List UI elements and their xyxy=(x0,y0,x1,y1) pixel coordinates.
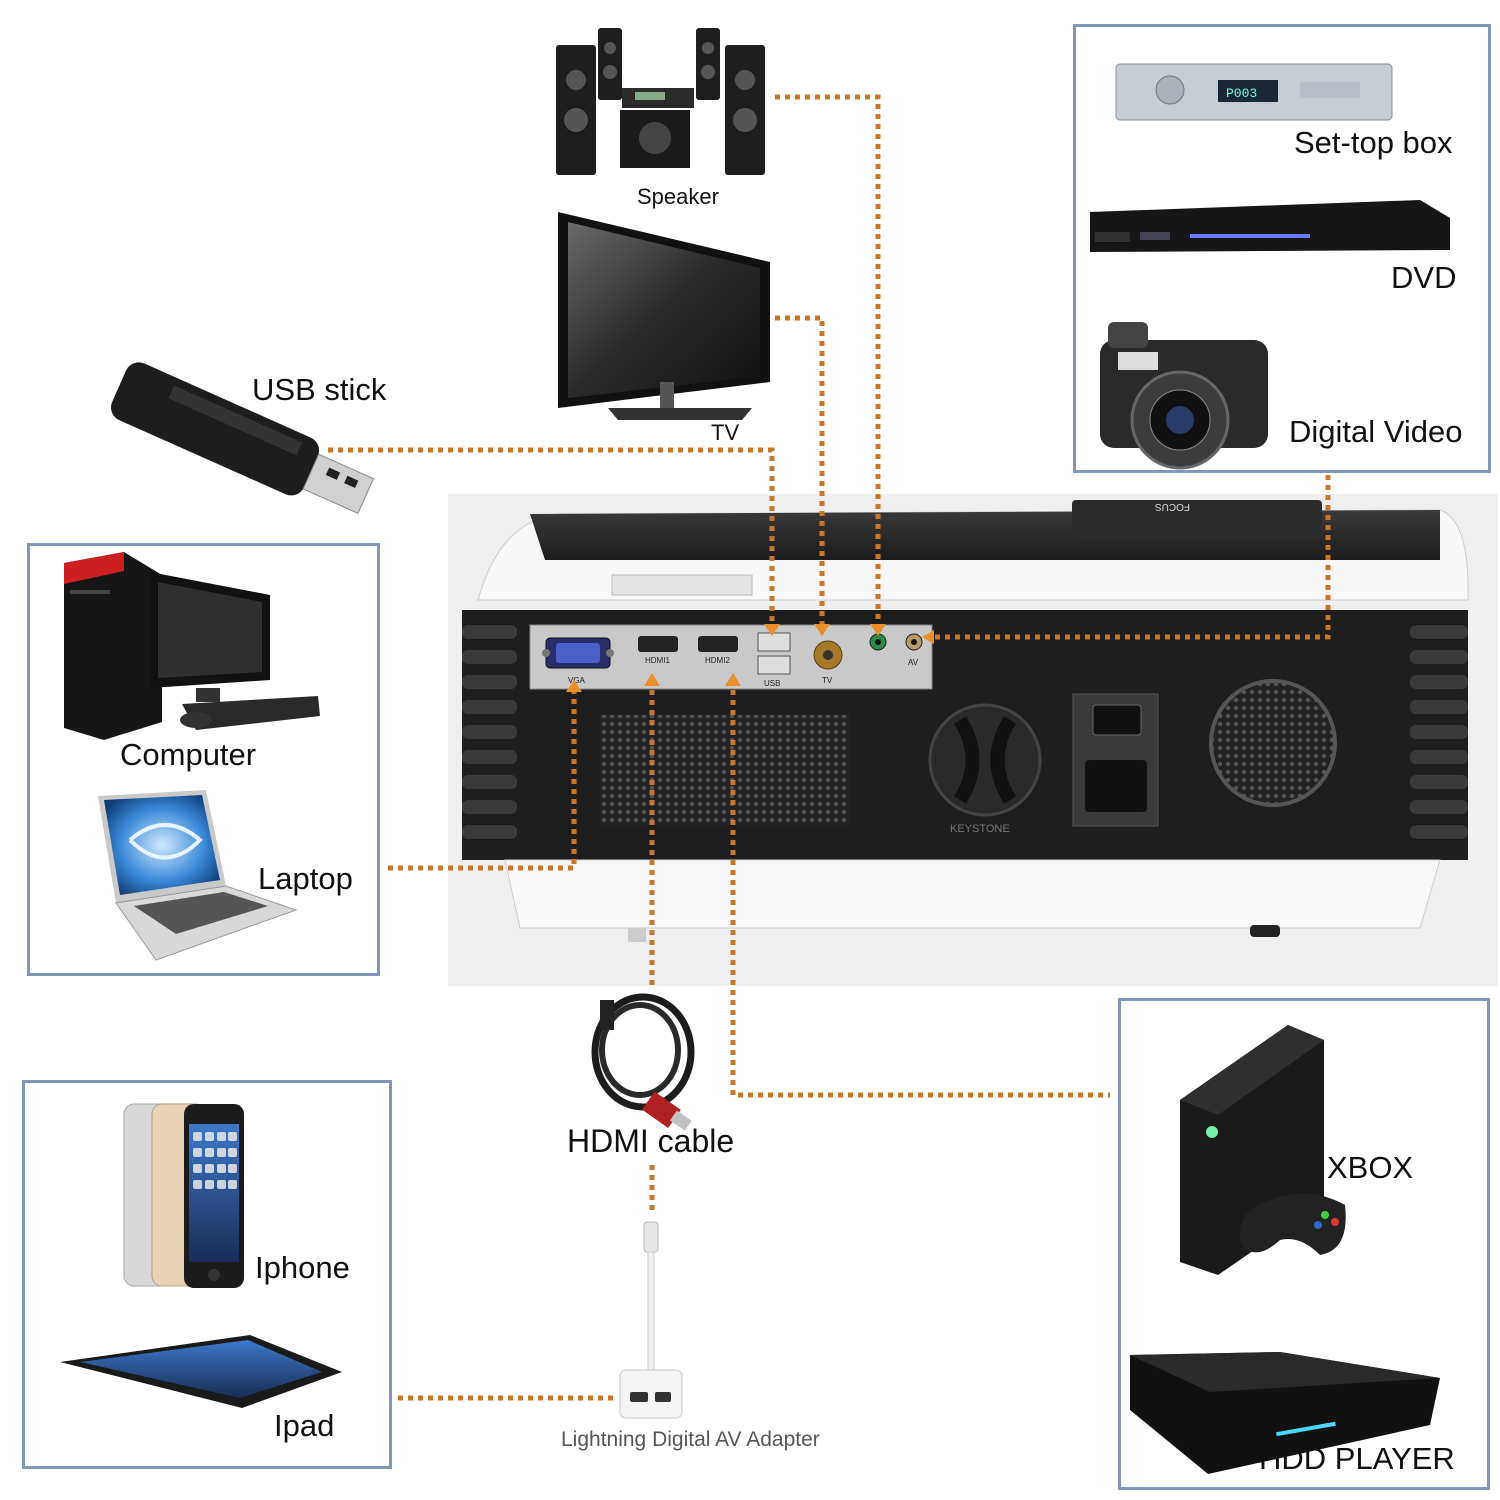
label-computer: Computer xyxy=(120,737,257,772)
xbox-image xyxy=(1180,1025,1346,1275)
speaker-system-image xyxy=(556,28,765,175)
digital-camera-image xyxy=(1100,322,1268,470)
port-label-usb: USB xyxy=(764,679,780,688)
port-label-av: AV xyxy=(908,658,919,667)
iphone-image xyxy=(123,1103,244,1288)
keystone-knob[interactable] xyxy=(928,703,1042,817)
vga-port[interactable] xyxy=(542,637,614,669)
label-dvd: DVD xyxy=(1391,260,1457,295)
label-tv: TV xyxy=(711,420,740,445)
label-digital-video: Digital Video xyxy=(1289,414,1463,449)
port-label-hdmi2: HDMI2 xyxy=(705,656,730,665)
ipad-image xyxy=(60,1335,342,1408)
port-arrows xyxy=(566,624,934,692)
usb-ports[interactable] xyxy=(757,632,791,675)
dvd-player-image xyxy=(1090,200,1450,252)
label-usb-stick: USB stick xyxy=(252,372,387,407)
line-vga xyxy=(388,690,577,871)
label-lightning-adapter: Lightning Digital AV Adapter xyxy=(561,1428,820,1451)
label-xbox: XBOX xyxy=(1327,1150,1414,1185)
projector: FOCUS xyxy=(448,494,1498,986)
focus-ring[interactable] xyxy=(1072,500,1322,540)
lightning-adapter-image xyxy=(619,1221,683,1419)
label-speaker: Speaker xyxy=(637,184,719,209)
label-set-top-box: Set-top box xyxy=(1294,125,1453,160)
line-av xyxy=(928,475,1331,640)
svg-text:P003: P003 xyxy=(1226,86,1257,101)
tv-image xyxy=(558,212,770,420)
label-hdd-player: HDD PLAYER xyxy=(1259,1441,1455,1476)
keystone-label: KEYSTONE xyxy=(950,823,1010,835)
set-top-box-image: P003 xyxy=(1115,63,1393,121)
power-switch[interactable] xyxy=(1092,704,1142,736)
port-label-vga: VGA xyxy=(568,676,586,685)
label-laptop: Laptop xyxy=(258,861,353,896)
line-speaker xyxy=(775,94,881,625)
vent-grille xyxy=(600,715,850,825)
port-label-tv: TV xyxy=(822,676,833,685)
connection-lines xyxy=(328,94,1331,1401)
label-iphone: Iphone xyxy=(255,1250,350,1285)
hdmi2-port[interactable] xyxy=(698,636,738,652)
speaker-grille xyxy=(1209,679,1337,807)
hdmi-cable-image xyxy=(591,993,695,1131)
port-label-hdmi1: HDMI1 xyxy=(645,656,670,665)
power-socket[interactable] xyxy=(1085,760,1147,812)
laptop-image xyxy=(98,790,298,961)
line-usb xyxy=(328,447,775,625)
label-ipad: Ipad xyxy=(274,1408,335,1443)
label-hdmi-cable: HDMI cable xyxy=(567,1123,735,1159)
computer-image xyxy=(64,552,320,740)
line-hdmi2 xyxy=(730,690,1110,1098)
line-tv xyxy=(775,315,825,625)
hdmi1-port[interactable] xyxy=(638,636,678,652)
usb-stick-image xyxy=(110,362,375,515)
hdd-player-image xyxy=(1130,1352,1440,1474)
focus-label: FOCUS xyxy=(1155,501,1190,512)
